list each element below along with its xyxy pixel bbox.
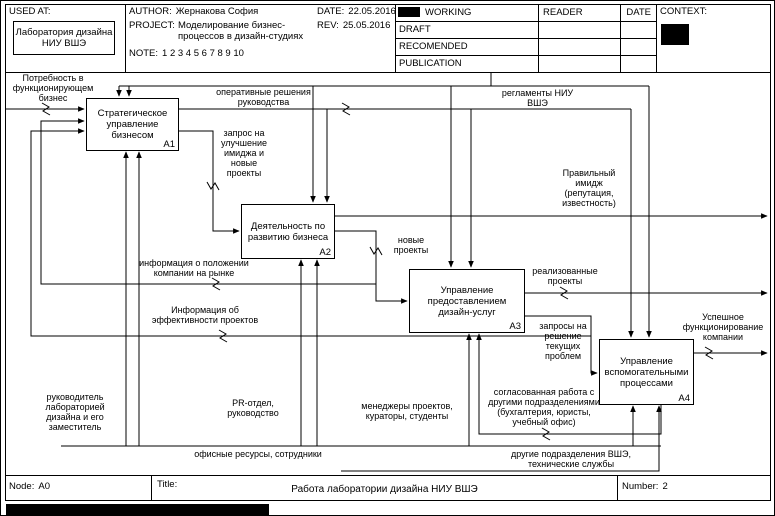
arrow-info-polozhenie [40, 118, 376, 285]
arrow-label-operativnye: оперативные решения руководства [216, 87, 311, 107]
arrow-label-ofisnye: офисные ресурсы, сотрудники [194, 449, 322, 459]
arrow-label-zaprosy-problemy: запросы на решение текущих проблем [539, 321, 587, 361]
activity-a4-title: Управление вспомогательными процессами [604, 355, 689, 389]
arrow-reglamenty [116, 73, 652, 338]
activity-box-a1[interactable]: Стратегическое управление бизнесом A1 [86, 98, 179, 151]
arrow-label-info-effektivnost: Информация об эффективности проектов [151, 305, 259, 325]
note-label: NOTE: [129, 48, 159, 59]
arrow-label-pr-otdel: PR-отдел, руководство [227, 398, 279, 418]
context-thumbnail [661, 24, 689, 45]
used-at-value: Лаборатория дизайна НИУ ВШЭ [15, 27, 113, 49]
arrow-label-reglamenty: регламенты НИУ ВШЭ [501, 88, 574, 108]
form-grid [5, 4, 771, 501]
activity-box-a4[interactable]: Управление вспомогательными процессами A… [599, 339, 694, 405]
arrow-label-novye-proekty: новые проекты [393, 235, 429, 255]
arrow-soglasovannaya-rabota [476, 333, 662, 435]
project-row: PROJECT: Моделирование бизнес-процессов … [129, 20, 329, 42]
status-working: WORKING [425, 7, 472, 18]
status-draft: DRAFT [399, 24, 431, 35]
activity-a4-code: A4 [678, 393, 690, 404]
status-publication: PUBLICATION [399, 58, 462, 69]
node-label: Node: [9, 481, 35, 492]
arrow-operativnye-resheniya [178, 108, 634, 338]
activity-a3-title: Управление предоставлением дизайн-услуг [427, 284, 507, 318]
node-value: A0 [38, 481, 50, 492]
activity-box-a3[interactable]: Управление предоставлением дизайн-услуг … [409, 269, 525, 333]
note-numbers: 1 2 3 4 5 6 7 8 9 10 [162, 48, 244, 59]
project-value: Моделирование бизнес-процессов в дизайн-… [177, 20, 304, 42]
status-recomended: RECOMENDED [399, 41, 468, 52]
date-row: DATE:22.05.2016 [317, 6, 396, 17]
arrow-label-pravilnyi-imidzh: Правильный имидж (репутация, известность… [562, 168, 616, 208]
arrow-label-soglasovannaya: согласованная работа с другими подраздел… [488, 387, 600, 427]
arrow-info-effektivnost [30, 128, 591, 337]
arrow-label-potrebnost: Потребность в функционирующем бизнес [12, 73, 94, 103]
arrow-label-zapros-uluchshenie: запрос на улучшение имиджа и новые проек… [221, 128, 267, 178]
arrow-mechanisms [61, 151, 662, 472]
title-label: Title: [157, 479, 178, 490]
arrow-zapros-uluchshenie [178, 130, 240, 234]
context-label: CONTEXT: [660, 6, 707, 17]
arrow-label-drugie: другие подразделения ВШЭ, технические сл… [510, 449, 632, 469]
activity-a2-title: Деятельность по развитию бизнеса [247, 220, 329, 243]
activity-a2-code: A2 [319, 247, 331, 258]
working-check-mark [398, 7, 420, 17]
arrow-label-rukovoditel: руководитель лабораторией дизайна и его … [45, 392, 105, 432]
used-at-box: Лаборатория дизайна НИУ ВШЭ [13, 21, 115, 55]
arrow-label-menedzhery: менеджеры проектов, кураторы, студенты [361, 401, 453, 421]
author-label: AUTHOR: [129, 6, 172, 17]
number-value: 2 [662, 481, 668, 492]
date-value: 22.05.2016 [348, 6, 396, 17]
activity-box-a2[interactable]: Деятельность по развитию бизнеса A2 [241, 204, 335, 259]
node-row: Node:A0 [9, 481, 50, 492]
diagram-title: Работа лаборатории дизайна НИУ ВШЭ [291, 484, 478, 495]
activity-a1-code: A1 [163, 139, 175, 150]
arrow-label-uspeshnoe: Успешное функционирование компании [682, 312, 764, 342]
rev-row: REV:25.05.2016 [317, 20, 390, 31]
arrow-label-realizovannye: реализованные проекты [532, 266, 598, 286]
arrow-novye-proekty [334, 230, 408, 304]
number-row: Number:2 [622, 481, 668, 492]
rev-value: 25.05.2016 [342, 20, 391, 31]
number-label: Number: [622, 481, 659, 492]
rev-label: REV: [317, 20, 339, 31]
project-label: PROJECT: [129, 20, 175, 31]
arrow-label-info-polozhenie: информация о положении компании на рынке [139, 258, 249, 278]
line-break-marks [41, 102, 714, 441]
activity-a1-title: Стратегическое управление бизнесом [97, 108, 168, 141]
author-row: AUTHOR:Жернакова София [129, 6, 258, 17]
arrow-zaprosy-problemy [524, 315, 598, 376]
reader-label: READER [543, 7, 583, 18]
date-label: DATE: [317, 6, 345, 17]
note-row: NOTE:1 2 3 4 5 6 7 8 9 10 [129, 48, 244, 59]
used-at-label: USED AT: [9, 6, 51, 17]
reader-date-label: DATE [626, 7, 651, 18]
bottom-black-bar [6, 504, 269, 515]
activity-a3-code: A3 [509, 321, 521, 332]
author-value: Жернакова София [175, 6, 259, 17]
